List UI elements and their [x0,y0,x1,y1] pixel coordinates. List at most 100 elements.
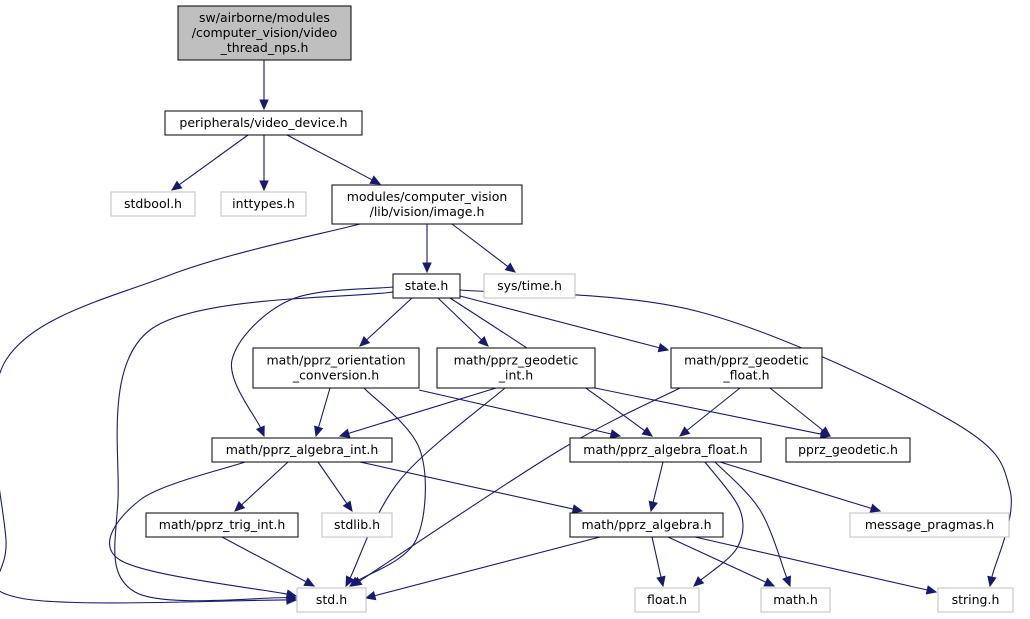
node-box [110,191,196,217]
edge-line [109,461,288,595]
node-label-line: math/pprz_trig_int.h [159,517,286,532]
edge-state-to-stringh [459,289,1012,588]
node-box [760,587,831,613]
node-video-device[interactable]: peripherals/video_device.h [164,110,363,136]
edge-alg_int-to-std [109,461,298,599]
arrowhead-icon [782,575,791,588]
edge-line [459,295,660,349]
edge-video_device-to-image [286,134,382,185]
node-box[interactable] [164,110,363,136]
edge-line [114,291,394,602]
node-box[interactable] [569,512,724,538]
node-label-line: _int.h [498,368,533,383]
edge-line [451,223,509,267]
edge-trig_int-to-std [221,536,316,587]
arrowhead-icon [364,590,377,601]
edge-state-to-alg_int [230,286,394,438]
node-label-line: stdlib.h [334,517,380,532]
arrowhead-icon [255,425,265,438]
node-box[interactable] [331,184,523,225]
arrowhead-icon [648,500,658,513]
node-box [296,587,367,613]
arrowhead-icon [656,575,666,588]
node-box[interactable] [252,347,420,389]
node-box[interactable] [569,437,762,463]
node-msg-pragmas: message_pragmas.h [849,512,1010,538]
edge-alg-to-mathh [667,536,776,587]
edge-line [359,461,574,510]
node-label-line: sys/time.h [497,278,562,293]
node-box [321,512,393,538]
node-box[interactable] [211,437,393,463]
arrowhead-icon [609,429,622,439]
node-box[interactable] [785,437,911,463]
edge-line [374,536,601,597]
node-alg-float[interactable]: math/pprz_algebra_float.h [569,437,762,463]
arrowhead-icon [259,180,269,192]
node-box[interactable] [177,5,352,61]
node-label-line: math/pprz_orientation [266,353,405,368]
node-stringh: string.h [937,587,1014,613]
node-inttypes: inttypes.h [220,191,307,217]
node-box[interactable] [670,347,823,389]
edge-geod_int-to-alg_int [338,387,497,438]
node-orient[interactable]: math/pprz_orientation_conversion.h [252,347,420,389]
node-alg[interactable]: math/pprz_algebra.h [569,512,724,538]
arrowhead-icon [314,425,324,438]
edge-line [667,536,767,583]
edge-line [348,387,497,434]
node-geod-int[interactable]: math/pprz_geodetic_int.h [436,347,596,389]
edges-layer [0,60,1012,605]
node-box[interactable] [436,347,596,389]
edge-orient-to-std [348,387,426,587]
node-label-line: math/pprz_geodetic [684,353,809,368]
node-mathh: math.h [760,587,831,613]
edge-line [651,536,662,578]
arrowhead-icon [657,342,670,353]
edge-geod_float-to-pprz_geodetic [769,387,831,437]
node-label-line: float.h [647,592,687,607]
arrowhead-icon [234,501,246,512]
edge-line [230,286,394,428]
node-label-line: _conversion.h [292,368,379,383]
edge-line [317,461,348,504]
node-box [937,587,1014,613]
arrowhead-icon [259,99,269,111]
node-state[interactable]: state.h [392,273,461,299]
node-box[interactable] [145,512,299,538]
arrowhead-icon [869,503,882,513]
edge-line [241,461,289,506]
edge-alg-to-std [364,536,601,601]
node-alg-int[interactable]: math/pprz_algebra_int.h [211,437,393,463]
arrowhead-icon [925,585,938,595]
edge-line [769,387,824,431]
edge-state-to-geod_int [437,297,489,347]
node-video-thread-nps[interactable]: sw/airborne/modules/computer_vision/vide… [177,5,352,61]
edge-geod_int-to-pprz_geodetic [594,387,832,439]
arrowhead-icon [342,500,353,513]
arrowhead-icon [477,335,489,347]
node-label-line: /computer_vision/video [192,25,338,40]
edge-alg_float-to-floath [693,461,744,587]
node-pprz-geodetic[interactable]: pprz_geodetic.h [785,437,911,463]
edge-line [652,461,664,503]
edge-geod_float-to-std [350,387,681,587]
node-label-line: pprz_geodetic.h [798,442,898,457]
edge-state-to-geod_float [459,295,670,353]
node-label-line: math/pprz_algebra.h [581,517,711,532]
node-image[interactable]: modules/computer_vision/lib/vision/image… [331,184,523,225]
node-box [220,191,307,217]
edge-video_device-to-stdbool [171,134,249,191]
edge-alg_float-to-mathh [714,461,791,588]
node-stdlib: stdlib.h [321,512,393,538]
node-geod-float[interactable]: math/pprz_geodetic_float.h [670,347,823,389]
node-label-line: state.h [405,278,449,293]
node-trig-int[interactable]: math/pprz_trig_int.h [145,512,299,538]
edge-state-to-orient [359,297,413,347]
node-box[interactable] [392,273,461,299]
edge-alg_int-to-trig_int [234,461,289,512]
edge-video_thread_nps-to-video_device [259,60,269,111]
edge-orient-to-alg_float [418,389,622,439]
arrowhead-icon [571,504,584,514]
edge-line [357,387,426,582]
